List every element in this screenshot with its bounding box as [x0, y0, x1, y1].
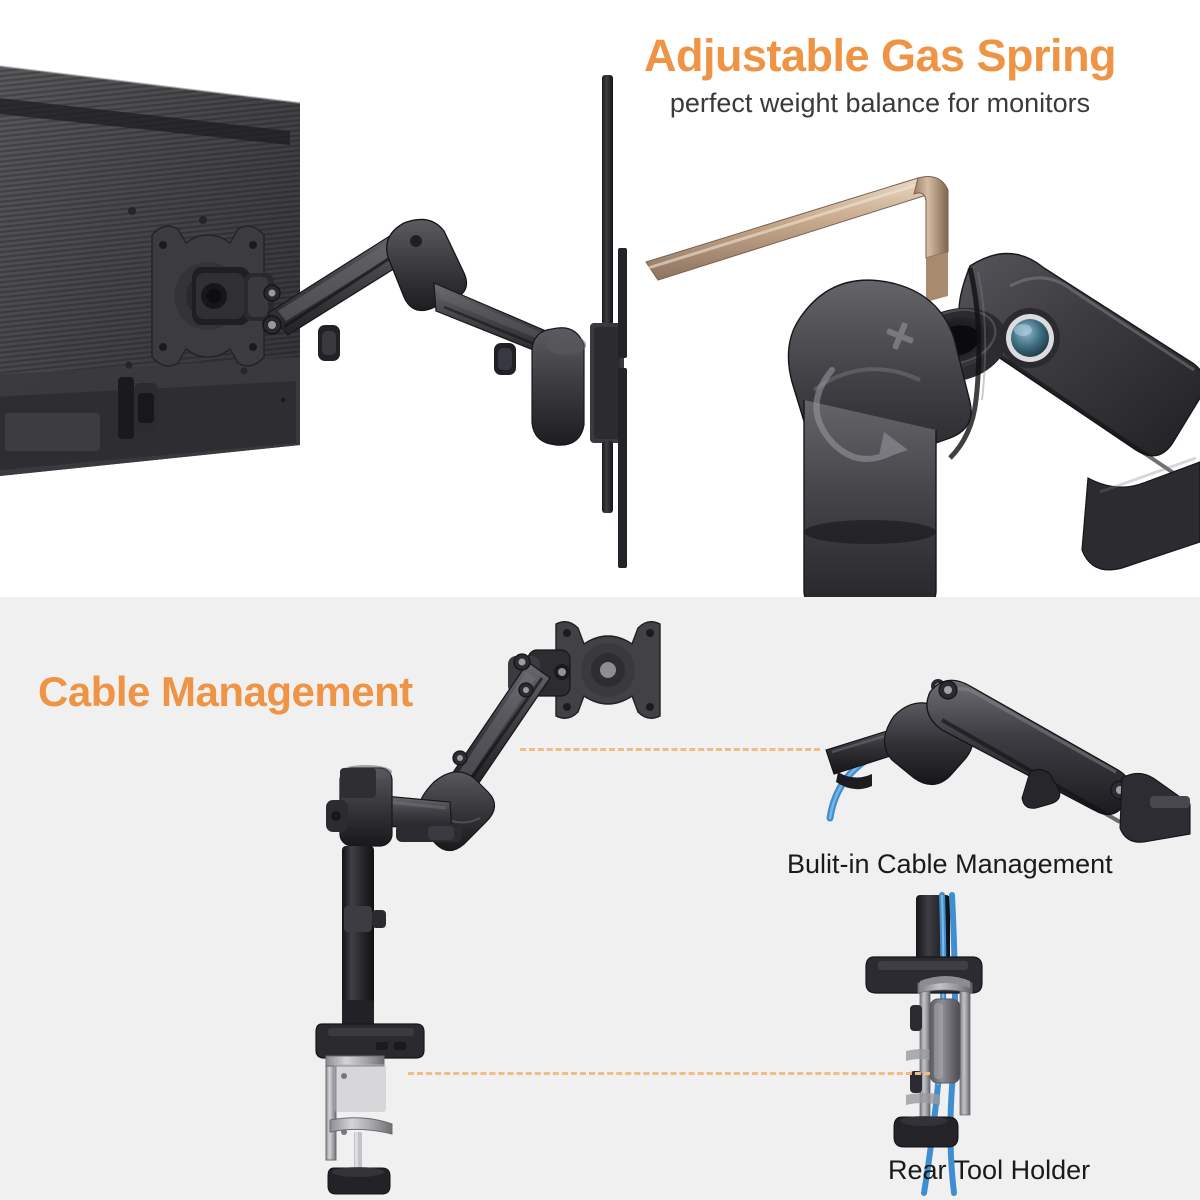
clamp-knob [893, 1116, 959, 1148]
rotate-plus-icon [813, 322, 914, 462]
vertical-pole [340, 768, 386, 1028]
joint-seam [948, 267, 987, 460]
arm-end-connector [1119, 772, 1191, 843]
vesa-plate [555, 621, 661, 719]
page-title: Adjustable Gas Spring [643, 30, 1117, 81]
hex-key-tension-adjustment-photo [618, 140, 1200, 611]
arm-body-right [958, 252, 1200, 482]
section-title: Cable Management [38, 668, 413, 715]
cable-strap [920, 976, 970, 988]
column-body [787, 279, 972, 611]
top-section: Adjustable Gas Spring perfect weight bal… [0, 0, 1200, 611]
monitor-on-gas-spring-arm-photo [0, 45, 640, 515]
page-subtitle: perfect weight balance for monitors [669, 88, 1091, 118]
monitor-cable-clip [118, 377, 158, 439]
hex-key-icon [645, 176, 949, 302]
arm-with-routed-blue-cable-photo [820, 650, 1200, 850]
arm-lower-extension [1081, 456, 1200, 571]
vertical-post [590, 75, 624, 513]
post-mount-block [531, 327, 586, 446]
clamp-with-cable-channel-photo [860, 892, 1080, 1196]
lower-arm-segment [383, 795, 462, 842]
rear-tool-holder-sleeve [929, 998, 961, 1084]
tilt-head-joint [192, 267, 274, 325]
callout-dashed-line-tool [408, 1072, 930, 1075]
callout-dashed-line-cable [520, 748, 820, 751]
caption-cable-management: Bulit-in Cable Management [787, 849, 1113, 879]
cable-clip [1021, 768, 1061, 809]
caption-rear-tool-holder: Rear Tool Holder [888, 1155, 1091, 1185]
upper-arm-cable-clip [494, 343, 516, 375]
clamp-top-plate [315, 1023, 425, 1059]
post-fragment [618, 248, 627, 568]
full-monitor-arm-with-desk-clamp-photo [300, 620, 661, 1200]
pivot-cap [1000, 308, 1060, 368]
forearm-cable-clip [318, 325, 340, 361]
c-clamp [325, 1055, 393, 1195]
